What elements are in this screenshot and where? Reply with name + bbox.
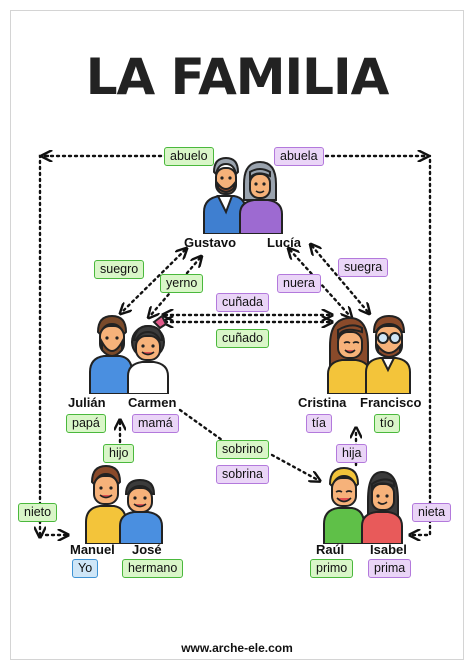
tag-sobrino: sobrino: [216, 440, 269, 459]
name-cristina: Cristina: [298, 395, 347, 410]
arrow-nieto: [40, 154, 207, 535]
tag-abuelo: abuelo: [164, 147, 214, 166]
tag-yerno: yerno: [160, 274, 204, 293]
name-carmen: Carmen: [128, 395, 177, 410]
tag-suegro: suegro: [94, 260, 145, 279]
name-gustavo: Gustavo: [184, 235, 237, 250]
tag-tio: tío: [374, 414, 400, 433]
uncle-aunt-couple-icon: [327, 314, 411, 394]
tag-prima: prima: [368, 559, 412, 578]
tag-primo: primo: [310, 559, 354, 578]
parents-couple-icon: [89, 314, 169, 394]
tag-papa: papá: [66, 414, 106, 433]
tag-cunado: cuñado: [216, 329, 270, 348]
name-lucia: Lucía: [267, 235, 301, 250]
tag-hija: hija: [336, 444, 368, 463]
tag-suegra: suegra: [338, 258, 389, 277]
tag-nieto: nieto: [18, 503, 58, 522]
name-manuel: Manuel: [70, 542, 115, 557]
name-raul: Raúl: [316, 542, 345, 557]
name-isabel: Isabel: [370, 542, 407, 557]
name-julian: Julián: [68, 395, 106, 410]
grandparents-icon: [203, 156, 283, 234]
tag-cunada: cuñada: [216, 293, 270, 312]
tag-yo: Yo: [72, 559, 99, 578]
tag-sobrina: sobrina: [216, 465, 269, 484]
name-jose: José: [132, 542, 162, 557]
name-francisco: Francisco: [360, 395, 422, 410]
page-title: LA FAMILIA: [85, 48, 390, 106]
brothers-icon: [85, 464, 163, 544]
tag-mama: mamá: [132, 414, 179, 433]
arrow-nieta: [288, 154, 432, 535]
tag-hijo: hijo: [103, 444, 135, 463]
tag-tia: tía: [306, 414, 332, 433]
tag-nieta: nieta: [412, 503, 452, 522]
tag-hermano: hermano: [122, 559, 184, 578]
footer-url[interactable]: www.arche-ele.com: [181, 641, 293, 655]
tag-abuela: abuela: [274, 147, 324, 166]
cousins-icon: [323, 466, 403, 544]
arrow-sobrino: [178, 408, 224, 442]
tag-nuera: nuera: [277, 274, 321, 293]
